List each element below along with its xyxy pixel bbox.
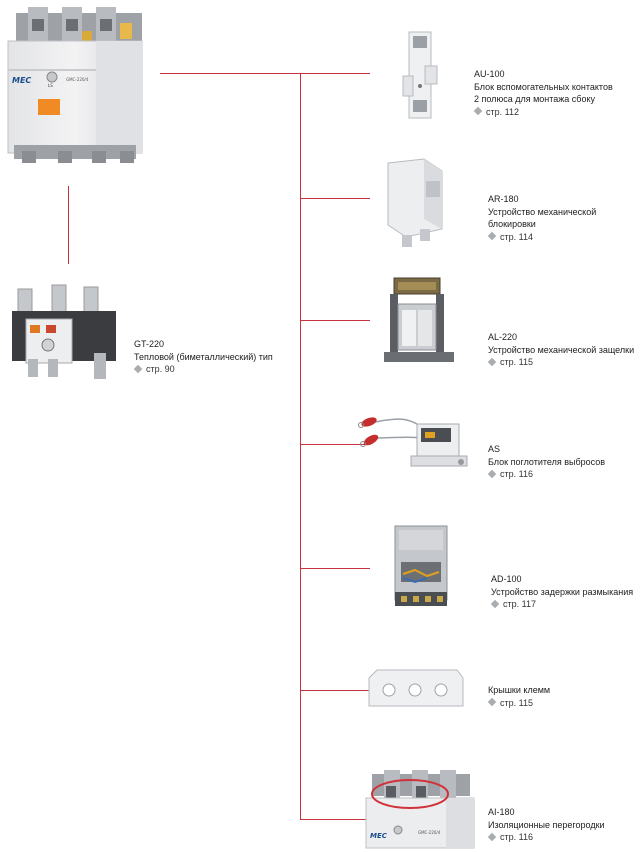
ad100-image: [394, 525, 448, 606]
relay-caption: GT-220 Тепловой (биметаллический) тип ст…: [134, 338, 273, 376]
ai180-brand: MEC: [370, 832, 388, 840]
arrow-right-icon: [488, 470, 497, 479]
as-page: стр. 116: [500, 469, 533, 479]
au100-page: стр. 112: [486, 106, 519, 117]
ar180-page-link[interactable]: стр. 114: [488, 231, 596, 244]
covers-caption: Крышки клемм стр. 115: [488, 684, 550, 709]
ai180-caption: AI-180 Изоляционные перегородки стр. 116: [488, 806, 605, 844]
as-code: AS: [488, 444, 501, 454]
ar180-line-2: блокировки: [488, 219, 536, 229]
connector-branch-al220: [300, 320, 370, 321]
connector-branch-covers: [300, 690, 370, 691]
ai180-page: стр. 116: [500, 832, 533, 842]
connector-branch-ar180: [300, 198, 370, 199]
ad100-code: AD-100: [491, 574, 522, 584]
connector-vertical-trunk: [300, 73, 301, 820]
ai180-image: MEC GMC-220/4: [365, 770, 475, 849]
ai180-page-link[interactable]: стр. 116: [488, 831, 605, 844]
connector-branch-as: [300, 444, 370, 445]
arrow-right-icon: [474, 107, 483, 116]
main-contactor-model: GMC-220/4: [66, 77, 89, 82]
ar180-page: стр. 114: [500, 231, 533, 242]
connector-branch-ad100: [300, 568, 370, 569]
ad100-line-1: Устройство задержки размыкания: [491, 586, 634, 597]
al220-code: AL-220: [488, 332, 518, 342]
connector-main-horizontal: [160, 73, 370, 74]
as-line-1: Блок поглотителя выбросов: [488, 456, 606, 467]
relay-code: GT-220: [134, 339, 165, 349]
ad100-caption: AD-100 Устройство задержки размыкания ст…: [491, 573, 633, 611]
ai180-code: AI-180: [488, 807, 515, 817]
arrow-right-icon: [488, 232, 497, 241]
as-page-link[interactable]: стр. 116: [488, 468, 605, 481]
al220-caption: AL-220 Устройство механической защелки с…: [488, 331, 634, 369]
ad100-page: стр. 117: [503, 599, 536, 609]
covers-page: стр. 115: [500, 697, 533, 708]
relay-page-link[interactable]: стр. 90: [134, 363, 273, 376]
arrow-right-icon: [488, 698, 497, 707]
ar180-line-1: Устройство механической: [488, 206, 597, 217]
covers-line-1: Крышки клемм: [488, 685, 551, 695]
relay-page: стр. 90: [146, 364, 175, 374]
arrow-right-icon: [491, 600, 500, 609]
au100-page-link[interactable]: стр. 112: [474, 106, 613, 119]
ai180-model: GMC-220/4: [418, 830, 441, 835]
al220-page: стр. 115: [500, 357, 533, 367]
al220-page-link[interactable]: стр. 115: [488, 356, 634, 369]
au100-line-2: 2 полюса для монтажа сбоку: [474, 94, 595, 104]
au100-code: AU-100: [474, 69, 505, 79]
as-caption: AS Блок поглотителя выбросов стр. 116: [488, 443, 605, 481]
main-contactor-brand: MEC: [12, 76, 31, 85]
connector-relay-vertical: [68, 186, 69, 264]
au100-caption: AU-100 Блок вспомогательных контактов 2 …: [474, 68, 613, 118]
au100-image: [402, 31, 438, 119]
relay-description: Тепловой (биметаллический) тип: [134, 351, 273, 362]
terminal-covers-image: [368, 669, 464, 707]
arrow-right-icon: [488, 833, 497, 842]
as-image: [358, 417, 468, 467]
main-contactor-image: MEC LS GMC-220/4: [7, 7, 143, 163]
ar180-code: AR-180: [488, 194, 519, 204]
al220-image: [384, 277, 454, 362]
covers-page-link[interactable]: стр. 115: [488, 697, 550, 710]
arrow-right-icon: [488, 358, 497, 367]
ar180-caption: AR-180 Устройство механической блокировк…: [488, 193, 596, 243]
al220-line-1: Устройство механической защелки: [488, 344, 635, 355]
arrow-right-icon: [134, 365, 143, 374]
connector-branch-ai180: [300, 819, 370, 820]
ar180-image: [387, 158, 443, 247]
thermal-relay-image: [12, 284, 116, 379]
main-contactor-badge: LS: [48, 83, 53, 88]
ad100-page-link[interactable]: стр. 117: [491, 598, 633, 611]
au100-line-1: Блок вспомогательных контактов: [474, 81, 613, 92]
ai180-line-1: Изоляционные перегородки: [488, 819, 605, 830]
